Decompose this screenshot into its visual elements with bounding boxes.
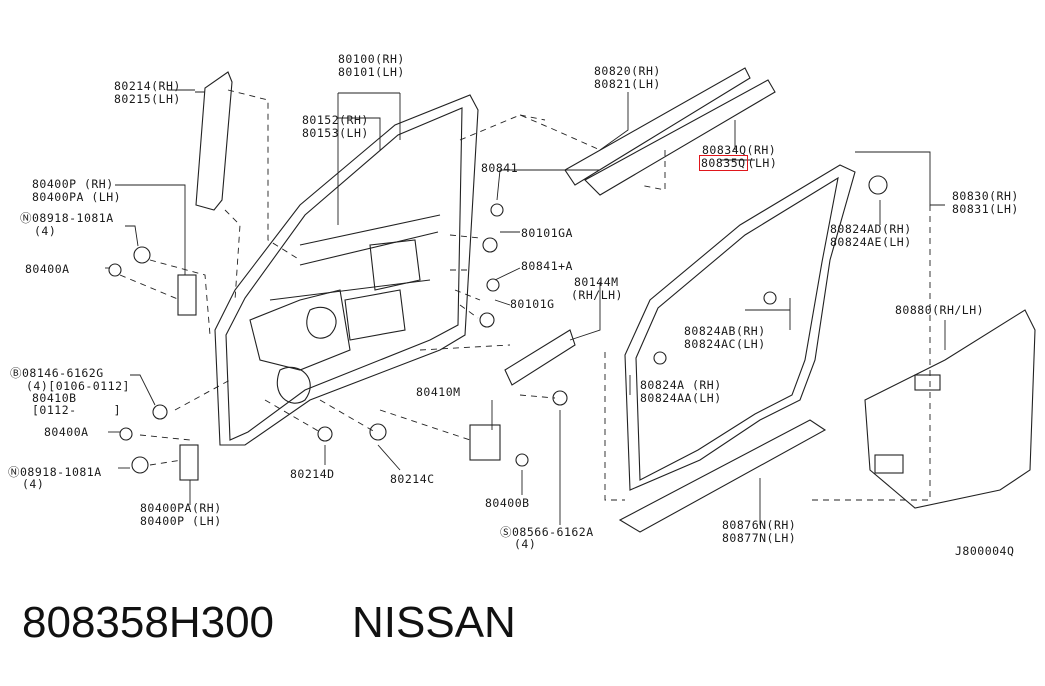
callout-08146-qty: (4)[0106-0112] xyxy=(26,379,130,393)
callout-80101g: 80101G xyxy=(510,297,555,311)
callout-80824ac: 80824AC(LH) xyxy=(684,337,766,351)
callout-80824ae: 80824AE(LH) xyxy=(830,235,912,249)
callout-08918-lower: Ⓝ08918-1081A xyxy=(8,465,102,479)
callout-80100: 80100(RH) xyxy=(338,52,405,66)
callout-80214: 80214(RH) xyxy=(114,79,181,93)
screen-opening xyxy=(914,374,941,391)
callout-80101: 80101(LH) xyxy=(338,65,405,79)
callout-80880: 80880(RH/LH) xyxy=(895,303,985,317)
callout-80214d: 80214D xyxy=(290,467,335,481)
diagram-code: J800004Q xyxy=(955,544,1015,558)
belt-moulding-drawing xyxy=(564,67,776,196)
callout-80400p-lower: 80400P (LH) xyxy=(140,514,222,528)
callout-80400pa: 80400PA (LH) xyxy=(32,190,122,204)
callout-08566-qty: (4) xyxy=(514,537,537,551)
callout-80410b-range: [0112- ] xyxy=(32,403,122,417)
callout-80400a-lower: 80400A xyxy=(44,425,89,439)
callout-80877n: 80877N(LH) xyxy=(722,531,797,545)
upper-hinge-drawing xyxy=(177,274,197,316)
callout-80820: 80820(RH) xyxy=(594,64,661,78)
callout-80400a-upper: 80400A xyxy=(25,262,70,276)
callout-80101ga: 80101GA xyxy=(521,226,573,240)
sealing-screen-drawing xyxy=(864,309,1036,509)
fastener-drawings xyxy=(108,175,888,474)
callout-80824ad: 80824AD(RH) xyxy=(830,222,912,236)
callout-08918-upper-qty: (4) xyxy=(34,224,57,238)
lower-hinge-drawing xyxy=(179,444,199,481)
callout-80400b: 80400B xyxy=(485,496,530,510)
callout-08146: Ⓑ08146-6162G xyxy=(10,366,104,380)
brand-title: NISSAN xyxy=(352,598,516,647)
callout-80835: 80835Q(LH) xyxy=(699,155,778,171)
callout-80824a: 80824A (RH) xyxy=(640,378,722,392)
callout-80841a: 80841+A xyxy=(521,259,573,273)
door-check-drawing xyxy=(469,424,501,461)
callout-80152: 80152(RH) xyxy=(302,113,369,127)
callout-80410b: 80410B xyxy=(32,391,77,405)
callout-80214c: 80214C xyxy=(390,472,435,486)
stiffener-drawing xyxy=(504,329,576,386)
callout-80834: 80834Q(RH) xyxy=(702,143,777,157)
weatherstrip-drawing xyxy=(624,164,856,491)
callout-80876n: 80876N(RH) xyxy=(722,518,797,532)
callout-80831: 80831(LH) xyxy=(952,202,1019,216)
screen-opening xyxy=(874,454,904,474)
kicking-plate-drawing xyxy=(618,419,827,533)
door-frame-drawing xyxy=(214,94,479,446)
dashed-assembly-lines xyxy=(119,89,931,501)
callout-80153: 80153(LH) xyxy=(302,126,369,140)
callout-80144m-side: (RH/LH) xyxy=(571,288,623,302)
callout-80830: 80830(RH) xyxy=(952,189,1019,203)
part-number-title: 808358H300 xyxy=(22,598,275,647)
callout-80410m: 80410M xyxy=(416,385,461,399)
sash-strip-drawing xyxy=(195,71,233,211)
callout-80215: 80215(LH) xyxy=(114,92,181,106)
callout-80841: 80841 xyxy=(481,161,519,175)
callout-08918-upper: Ⓝ08918-1081A xyxy=(20,211,114,225)
callout-80400p: 80400P (RH) xyxy=(32,177,114,191)
callout-80400pa-lower: 80400PA(RH) xyxy=(140,501,222,515)
callout-80144m: 80144M xyxy=(574,275,619,289)
leader-lines xyxy=(105,89,946,525)
highlighted-part-number: 80835Q xyxy=(699,155,748,171)
callout-08566: Ⓢ08566-6162A xyxy=(500,525,594,539)
callout-08918-lower-qty: (4) xyxy=(22,477,45,491)
callout-80824ab: 80824AB(RH) xyxy=(684,324,766,338)
callout-80824aa: 80824AA(LH) xyxy=(640,391,722,405)
callout-80821: 80821(LH) xyxy=(594,77,661,91)
callout-80835-side: (LH) xyxy=(747,156,778,170)
